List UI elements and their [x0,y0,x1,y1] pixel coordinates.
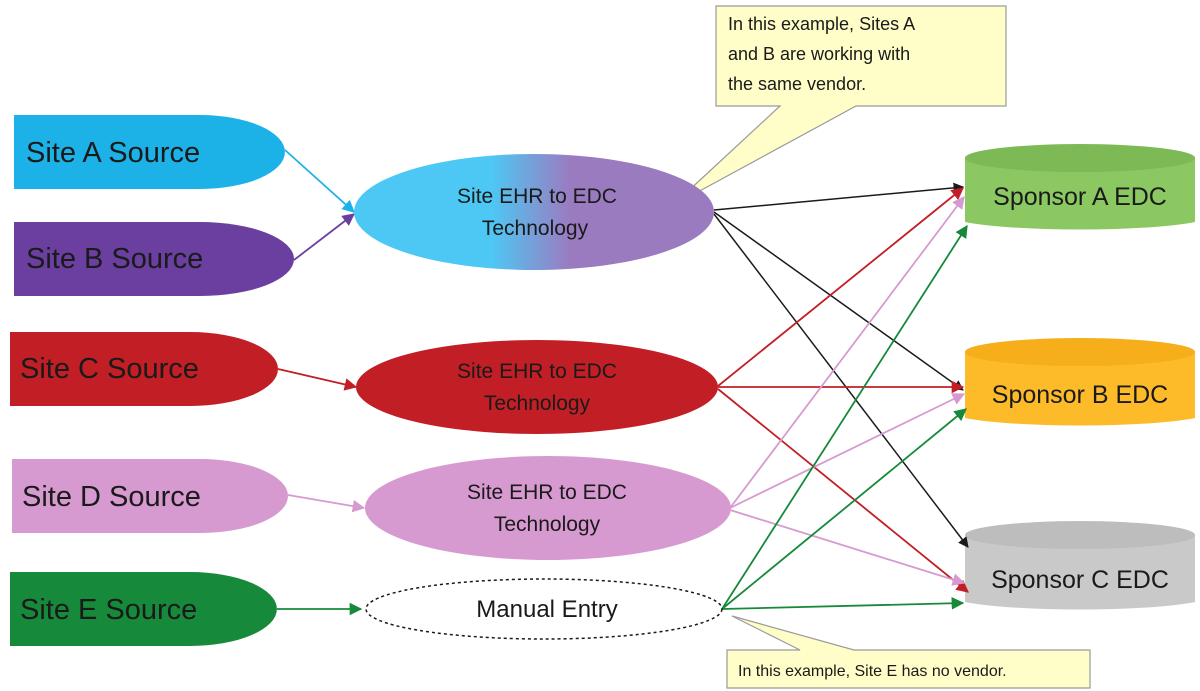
manual-entry-label: Manual Entry [476,596,617,623]
technology-2-line1: Site EHR to EDC [457,360,617,383]
site-e-source: Site E Source [10,572,277,646]
sponsor-a-label: Sponsor A EDC [993,183,1167,211]
technology-2-line2: Technology [484,392,591,415]
callout-no-vendor: In this example, Site E has no vendor. [726,615,1091,689]
sponsor-b-label: Sponsor B EDC [992,381,1168,409]
site-a-label: Site A Source [26,137,200,169]
edge-tech3-to-sponsor-a [729,195,965,509]
callout-no-vendor-text: In this example, Site E has no vendor. [738,663,1007,680]
callout-shared-vendor-line1: In this example, Sites A [728,14,915,34]
callout-shared-vendor-line2: and B are working with [728,44,910,64]
sponsor-c-edc: Sponsor C EDC [965,521,1195,610]
site-b-label: Site B Source [26,243,203,275]
edge-manual-to-sponsor-a [721,224,968,610]
edge-tech1-to-sponsor-a [713,182,965,211]
edge-tech3-to-sponsor-c [729,509,966,586]
edge-site-b-to-tech1 [293,213,355,261]
technology-2: Site EHR to EDC Technology [356,340,718,434]
sponsor-edges [713,182,969,610]
technology-3: Site EHR to EDC Technology [365,456,731,560]
edge-manual-to-sponsor-b [721,408,967,610]
edge-tech3-to-sponsor-b [729,393,966,509]
source-edges [277,149,366,616]
callout-shared-vendor-line3: the same vendor. [728,74,866,94]
edge-tech1-to-sponsor-b [713,211,964,391]
site-e-label: Site E Source [20,594,197,626]
site-a-source: Site A Source [14,115,285,189]
sponsor-a-edc: Sponsor A EDC [965,144,1195,230]
sponsor-c-label: Sponsor C EDC [991,566,1169,594]
edge-manual-to-sponsor-c [721,596,965,610]
edge-site-c-to-tech2 [277,368,358,391]
technology-1-line2: Technology [482,217,589,240]
site-d-label: Site D Source [22,481,201,513]
edge-tech2-to-sponsor-c [717,388,969,593]
site-c-source: Site C Source [10,332,278,406]
site-b-source: Site B Source [14,222,294,296]
edge-tech1-to-sponsor-c [713,213,969,548]
technology-1-line1: Site EHR to EDC [457,185,617,208]
callout-shared-vendor: In this example, Sites A and B are worki… [671,5,1007,207]
edge-site-d-to-tech3 [287,494,366,513]
edge-tech2-to-sponsor-a [717,187,964,387]
sponsor-b-edc: Sponsor B EDC [965,338,1195,426]
technology-1: Site EHR to EDC Technology [354,154,714,270]
edge-site-a-to-tech1 [284,149,355,213]
technology-3-line2: Technology [494,513,601,536]
site-d-source: Site D Source [12,459,288,533]
manual-entry: Manual Entry [365,578,723,640]
technology-3-line1: Site EHR to EDC [467,481,627,504]
site-c-label: Site C Source [20,353,199,385]
